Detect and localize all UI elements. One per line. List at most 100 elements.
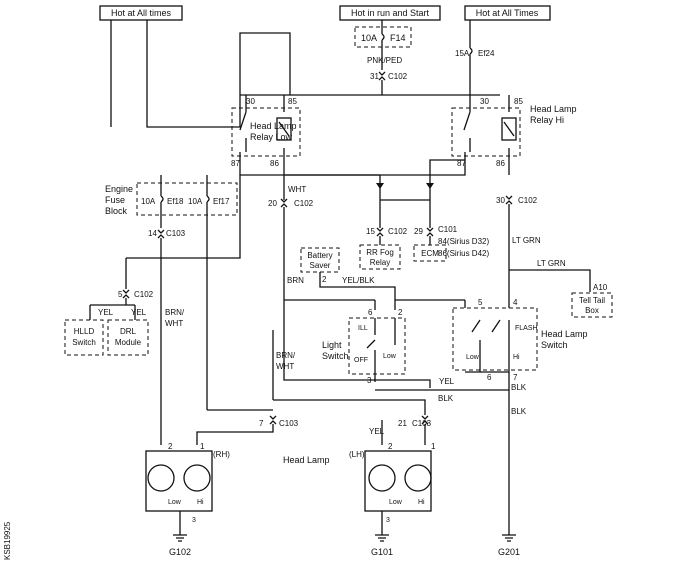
wire-yel-lh: YEL [369,427,385,436]
drl-label-2: Module [115,338,142,347]
diode-wiring [285,159,465,228]
relay-low-coil-slash [278,121,290,137]
engine-fuse-block [136,182,238,216]
rr-fog-relay-box [359,244,401,270]
pin-86: 86(Sirius D42) [438,249,489,258]
wire-brn-wht-lower-2: WHT [276,362,294,371]
wire-brn-wht-2: WHT [165,319,183,328]
wire-brn: BRN [287,276,304,285]
a10-label: A10 [593,283,608,292]
head-lamp-switch-label-2: Switch [541,340,568,350]
wire-yel-drl: YEL [131,308,147,317]
light-switch-ill: ILL [358,325,368,332]
hot-at-all-times-right-label: Hot at All Times [476,8,539,18]
relay-hi-pin86: 86 [496,159,505,168]
light-switch-contacts [366,318,396,382]
relay-low-pin30: 30 [246,97,255,106]
pin-30-c102: 30 [496,196,505,205]
c103-lh-connector [421,415,429,445]
ef17-name: Ef17 [213,197,230,206]
head-lamp-rh-box [145,450,213,512]
f14-fuse-box [354,26,412,48]
relay-hi-coil [501,117,517,141]
lt-grn-wire [505,195,513,300]
wire-blk-3: BLK [511,407,527,416]
fog-ecm-connectors [376,227,434,245]
ef24-name: Ef24 [478,49,495,58]
pin-6-hl: 6 [487,373,492,382]
hot-in-run-and-start-label: Hot in run and Start [351,8,430,18]
wht-lower-wire [280,198,431,388]
hl-switch-hi: Hi [513,354,520,361]
fuse-block-wires [160,175,208,410]
brn-wht-lower-wire [207,330,426,415]
ef24-rating: 15A [455,49,470,58]
relay-hi-pin30: 30 [480,97,489,106]
run-feed-wire [240,80,500,96]
rh-hi-label: Hi [197,499,204,506]
blk-ground-wire [375,372,510,535]
hot-at-all-times-left-label: Hot at All times [111,8,172,18]
lh-hi-bulb [404,464,432,492]
rh-pin-2: 2 [168,442,173,451]
relay-low-contacts [239,95,285,175]
rh-pin-1: 1 [200,442,205,451]
pin-7: 7 [513,373,518,382]
pin-5: 5 [118,290,123,299]
relay-low-pin85: 85 [288,97,297,106]
tell-tail-label-2: Box [585,306,599,315]
pin-21: 21 [398,419,407,428]
lh-low-label: Low [389,499,403,506]
rh-low-bulb [147,464,175,492]
rh-low-label: Low [168,499,182,506]
ecm-label: ECM [421,249,439,258]
pin-20: 20 [268,199,277,208]
pin-4: 4 [513,298,518,307]
c103-top-connector [157,229,165,239]
pin-29: 29 [414,227,423,236]
light-switch-low: Low [383,353,397,360]
wire-brn-wht-lower-1: BRN/ [276,351,296,360]
light-switch-label-1: Light [322,340,342,350]
pin-2: 2 [398,308,403,317]
light-switch-off: OFF [354,357,368,364]
head-lamp-label: Head Lamp [283,455,330,465]
pin-6: 6 [368,308,373,317]
hl-switch-flash: FLASH [515,325,538,332]
c103-label-top: C103 [166,229,186,238]
wire-wht: WHT [288,185,306,194]
relay-hi-pin85: 85 [514,97,523,106]
fuse-block-label-3: Block [105,206,128,216]
lh-pin-2: 2 [388,442,393,451]
lh-label: (LH) [349,450,365,459]
relay-hi-label-1: Head Lamp [530,104,577,114]
battery-saver-wire [284,272,396,310]
ef17-rating: 10A [188,197,203,206]
lh-pin-1: 1 [431,442,436,451]
wire-lt-grn-1: LT GRN [512,236,541,245]
hlld-drl-wires [89,289,136,320]
tell-tail-label-1: Tell Tail [579,296,605,305]
c102-label-hlld: C102 [134,290,154,299]
g101-label: G101 [371,547,393,557]
f14-fuse-symbol [381,33,385,41]
pin-84: 84(Sirius D32) [438,237,489,246]
c102-label-top: C102 [388,72,408,81]
ecm-box [413,244,447,262]
wire-yel-hlld: YEL [98,308,114,317]
hot-in-run-and-start-box [339,5,441,21]
c103-lower-wire [196,415,277,445]
fuse-block-label-1: Engine [105,184,133,194]
rr-fog-label-2: Relay [370,258,390,267]
relay-hi-coil-slash [503,121,515,137]
battery-saver-label-2: Saver [310,261,331,270]
diode-symbols [376,183,434,189]
drl-label-1: DRL [120,327,137,336]
g201-ground-symbol [502,534,516,542]
ef18-name: Ef18 [167,197,184,206]
rh-pin-3: 3 [192,517,196,524]
tell-tail-wire [509,269,591,292]
hl-switch-contacts [395,299,510,373]
pin-3: 3 [367,376,372,385]
